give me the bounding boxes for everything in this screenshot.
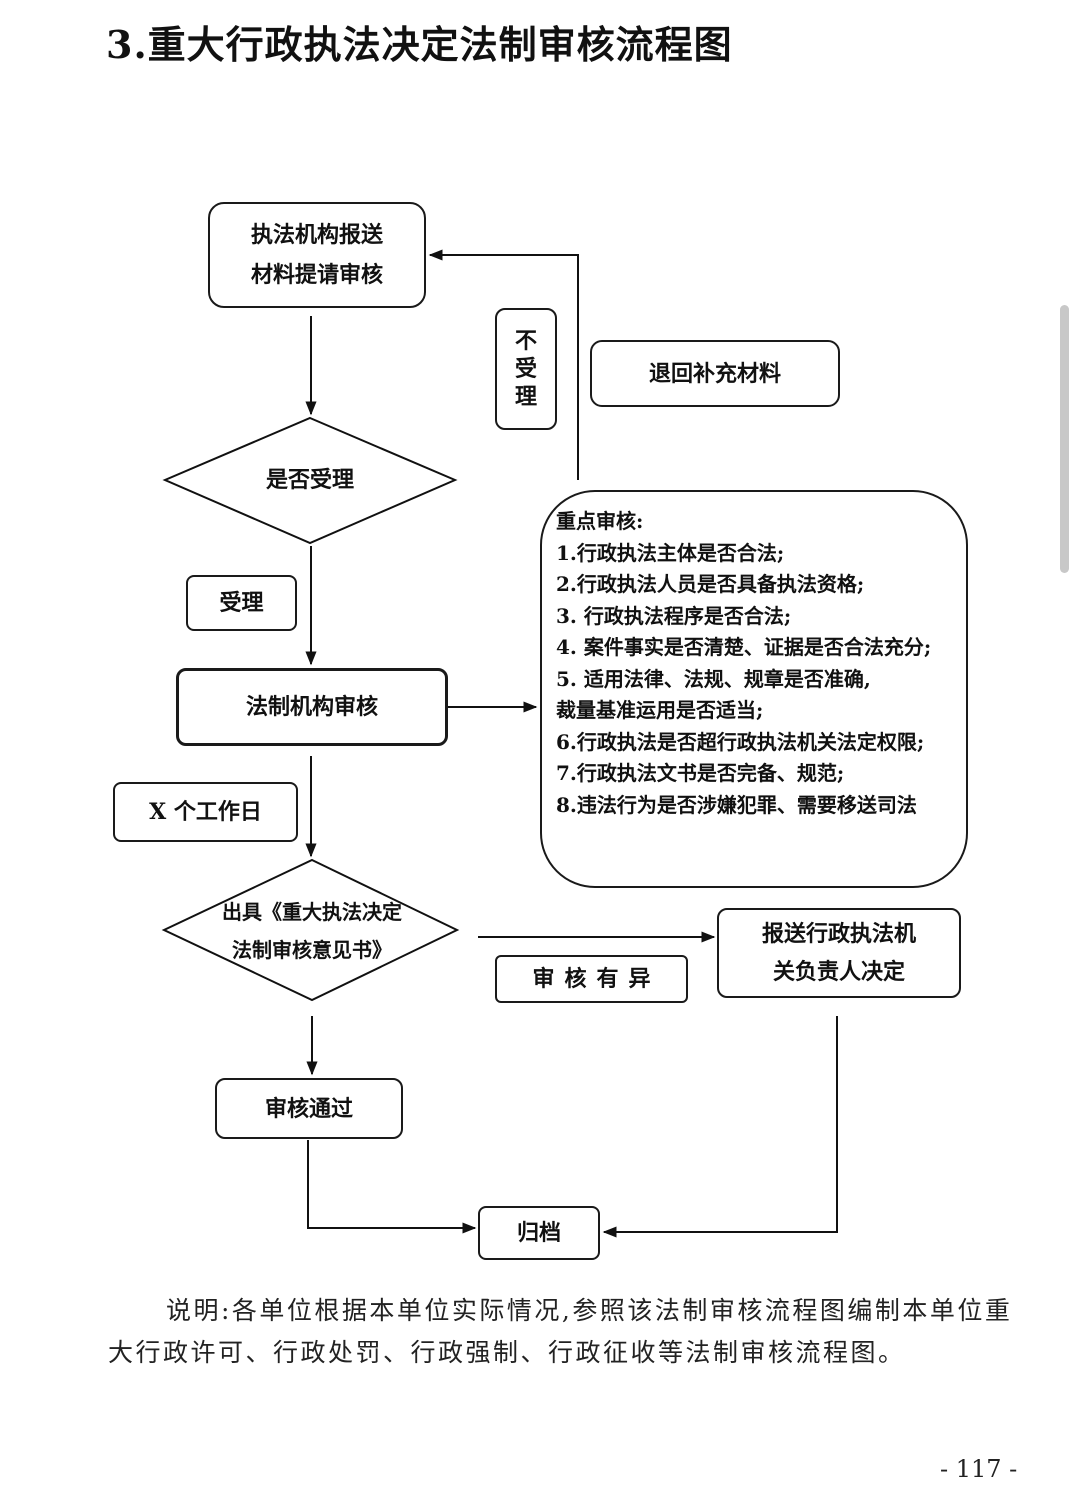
- review-point-7: 7.行政执法文书是否完备、规范;: [556, 761, 845, 785]
- not-accepted-char1: 不: [514, 328, 537, 354]
- legal-review-node: 法制机构审核: [176, 668, 448, 746]
- explanation-note: 说明:各单位根据本单位实际情况,参照该法制审核流程图编制本单位重大行政许可、行政…: [108, 1296, 1013, 1367]
- review-differs-label: 审核有异: [495, 955, 688, 1003]
- page-title: 3.重大行政执法决定法制审核流程图: [106, 22, 733, 67]
- review-passed-node: 审核通过: [215, 1078, 403, 1139]
- submit-materials-line2: 材料提请审核: [250, 262, 383, 288]
- arrow-head-to-archive: [602, 1016, 838, 1238]
- review-point-6: 6.行政执法是否超行政执法机关法定权限;: [556, 729, 925, 754]
- review-points-box: 重点审核: 1.行政执法主体是否合法; 2.行政执法人员是否具备执法资格; 3.…: [540, 490, 968, 888]
- review-point-4: 4. 案件事实是否清楚、证据是否合法充分;: [556, 635, 932, 659]
- opinion-decision-line2: 法制审核意见书》: [232, 938, 392, 962]
- review-point-5: 5. 适用法律、法规、规章是否准确,: [556, 666, 871, 691]
- arrow-passed-to-archive: [307, 1140, 477, 1234]
- work-days-label: X 个工作日: [113, 782, 298, 842]
- accept-decision-diamond: [162, 416, 458, 545]
- accepted-label: 受理: [186, 575, 297, 631]
- not-accepted-char3: 理: [514, 384, 537, 410]
- archive-node: 归档: [478, 1206, 600, 1260]
- review-points-heading: 重点审核:: [556, 509, 644, 533]
- page-number: - 117 -: [940, 1455, 1018, 1483]
- scrollbar-thumb[interactable]: [1060, 305, 1069, 573]
- opinion-decision-diamond: [161, 858, 460, 1002]
- submit-materials-node: 执法机构报送 材料提请审核: [208, 202, 426, 308]
- opinion-decision-text: 出具《重大执法决定 法制审核意见书》: [192, 893, 432, 969]
- not-accepted-label: 不 受 理: [495, 308, 557, 430]
- review-point-5b: 裁量基准运用是否适当;: [556, 698, 764, 722]
- report-head-line1: 报送行政执法机: [761, 921, 916, 947]
- opinion-decision-line1: 出具《重大执法决定: [222, 900, 402, 924]
- review-point-2: 2.行政执法人员是否具备执法资格;: [556, 572, 865, 596]
- report-head-line2: 关负责人决定: [772, 959, 905, 985]
- review-point-1: 1.行政执法主体是否合法;: [556, 540, 785, 565]
- report-head-node: 报送行政执法机 关负责人决定: [717, 908, 961, 998]
- arrow-return-to-submit: [428, 249, 579, 480]
- not-accepted-char2: 受: [514, 356, 537, 382]
- submit-materials-line1: 执法机构报送: [250, 222, 383, 248]
- return-materials-label: 退回补充材料: [590, 340, 840, 407]
- accept-decision-text: 是否受理: [265, 467, 354, 493]
- review-point-3: 3. 行政执法程序是否合法;: [556, 603, 792, 628]
- review-point-8: 8.违法行为是否涉嫌犯罪、需要移送司法: [556, 792, 917, 817]
